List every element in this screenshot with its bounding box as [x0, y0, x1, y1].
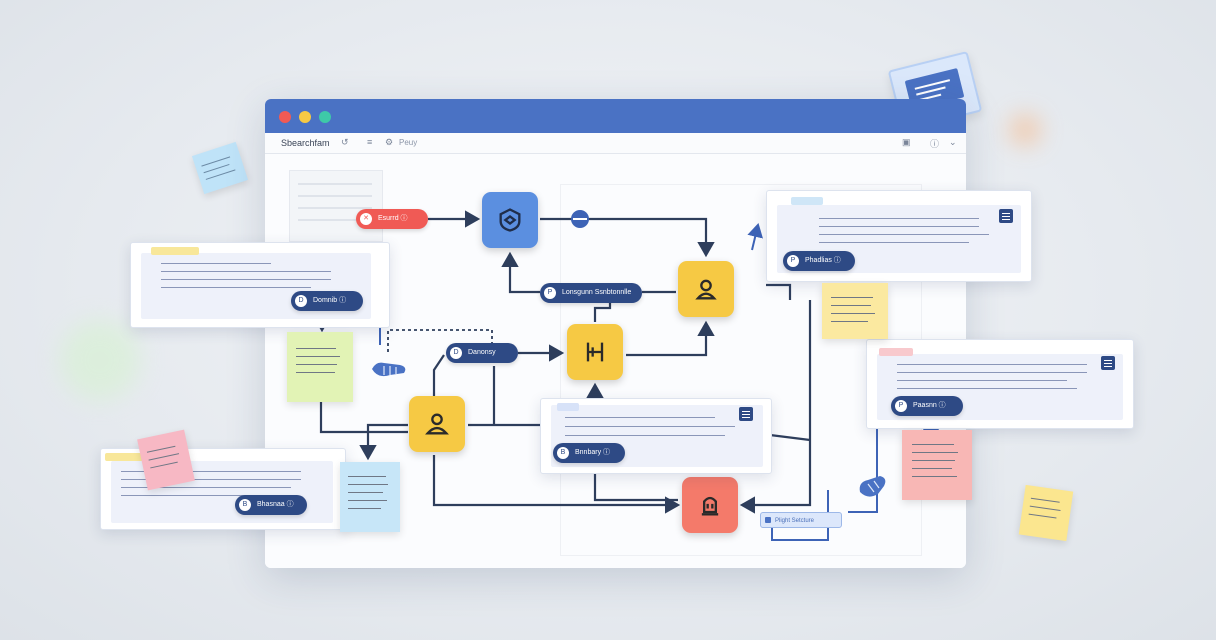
end-node[interactable]: [682, 477, 738, 533]
title-bar: [265, 99, 966, 133]
detail-card-middle[interactable]: B Bnnbary ⓘ: [540, 398, 772, 474]
menu-icon[interactable]: [739, 407, 753, 421]
decision-pill[interactable]: D Danonsy: [446, 343, 518, 363]
menu-icon[interactable]: [999, 209, 1013, 223]
card-pill[interactable]: D Domnib ⓘ: [291, 291, 363, 311]
card-pill[interactable]: P Phadlias ⓘ: [783, 251, 855, 271]
detail-card-top-right[interactable]: P Phadlias ⓘ: [766, 190, 1032, 282]
sticky-note-blue[interactable]: [340, 462, 400, 532]
decision-pill-label: Danonsy: [468, 349, 496, 356]
card-pill-icon: P: [895, 400, 907, 412]
terminal-icon: [701, 496, 719, 516]
document-title[interactable]: Sbearchfam: [281, 138, 330, 148]
card-pill[interactable]: B Bhasnaa ⓘ: [235, 495, 307, 515]
shield-node[interactable]: [482, 192, 538, 248]
card-pill-label: Bnnbary ⓘ: [575, 449, 611, 456]
list-icon[interactable]: ≡: [367, 137, 373, 147]
sticky-note-yellow-bottom[interactable]: [1018, 484, 1074, 542]
sticky-note-green[interactable]: [287, 332, 353, 402]
chevron-down-icon[interactable]: ⌄: [949, 137, 957, 147]
close-icon: ✕: [360, 213, 372, 225]
user-icon: [425, 413, 449, 435]
card-pill-icon: B: [557, 447, 569, 459]
background-glow: [60, 320, 140, 400]
export-icon[interactable]: ▣: [902, 137, 911, 147]
background-glow: [1010, 115, 1040, 145]
annotation-badge-label: Plight Setcture: [775, 518, 815, 524]
menu-icon[interactable]: [1101, 356, 1115, 370]
detail-card-left-bottom[interactable]: B Bhasnaa ⓘ: [100, 448, 346, 530]
card-pill-label: Paasnn ⓘ: [913, 402, 946, 409]
detail-card-left-top[interactable]: D Domnib ⓘ: [130, 242, 390, 328]
merge-node[interactable]: [567, 324, 623, 380]
sticky-note-pink[interactable]: [902, 430, 972, 500]
minimize-button[interactable]: [299, 111, 311, 123]
user-icon: [695, 279, 717, 300]
hand-cursor-icon: [370, 357, 410, 381]
hand-cursor-icon: [856, 472, 890, 500]
card-pill-icon: B: [239, 499, 251, 511]
ghost-panel: [289, 170, 383, 242]
tab-label[interactable]: Peuy: [399, 138, 418, 147]
card-pill-label: Domnib ⓘ: [313, 297, 347, 304]
user-node-top[interactable]: [678, 261, 734, 317]
annotation-badge[interactable]: Plight Setcture: [760, 512, 842, 528]
card-pill-icon: P: [787, 255, 799, 267]
card-pill[interactable]: B Bnnbary ⓘ: [553, 443, 625, 463]
card-pill-label: Phadlias ⓘ: [805, 257, 841, 264]
decision-icon: D: [450, 347, 462, 359]
process-pill[interactable]: P Lonsgunn Ssnbtonnlle: [540, 283, 642, 303]
floating-note[interactable]: [191, 141, 249, 195]
close-button[interactable]: [279, 111, 291, 123]
sticky-note-yellow-top[interactable]: [822, 283, 888, 339]
process-icon: P: [544, 287, 556, 299]
settings-icon[interactable]: ⚙: [385, 137, 394, 147]
process-pill-label: Lonsgunn Ssnbtonnlle: [562, 289, 632, 296]
start-node-label: Esurrd ⓘ: [378, 215, 408, 222]
maximize-button[interactable]: [319, 111, 331, 123]
user-node-left[interactable]: [409, 396, 465, 452]
sticky-note-pink-small[interactable]: [137, 429, 195, 491]
merge-icon: [586, 342, 604, 362]
toolbar: Sbearchfam ↺ ≡ ⚙ Peuy ▣ ⓘ ⌄: [265, 133, 966, 154]
undo-icon[interactable]: ↺: [341, 137, 349, 147]
shield-icon: [499, 208, 521, 232]
annotation-icon: [765, 517, 771, 523]
detail-card-right[interactable]: P Paasnn ⓘ: [866, 339, 1134, 429]
card-pill-icon: D: [295, 295, 307, 307]
card-pill-label: Bhasnaa ⓘ: [257, 501, 294, 508]
card-pill[interactable]: P Paasnn ⓘ: [891, 396, 963, 416]
start-node[interactable]: ✕ Esurrd ⓘ: [356, 209, 428, 229]
info-icon[interactable]: ⓘ: [930, 139, 940, 149]
